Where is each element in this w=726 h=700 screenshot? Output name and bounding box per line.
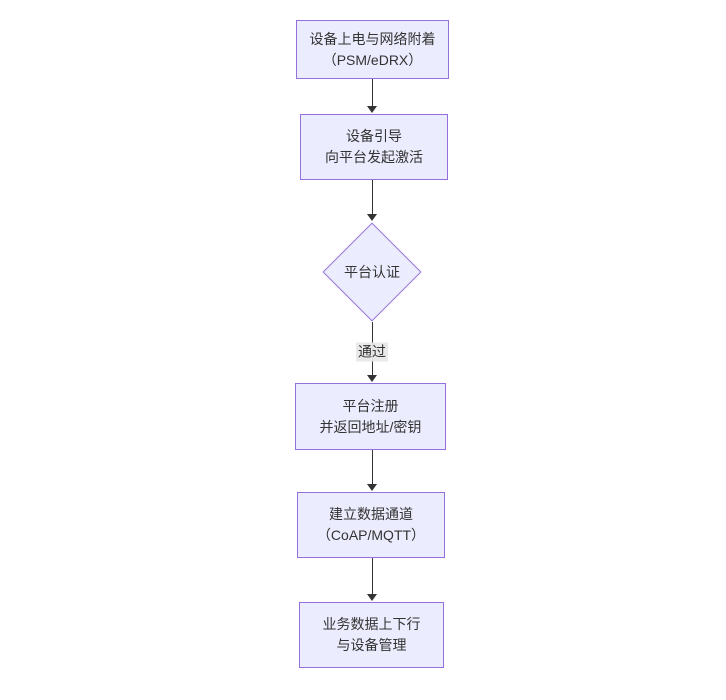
edge-line [371,79,373,106]
edge-line [371,180,373,214]
node-business-data-device-mgmt: 业务数据上下行 与设备管理 [299,602,444,668]
node-text-line: 平台注册 [342,397,399,414]
node-text-line: 向平台发起激活 [325,149,423,165]
node-power-on-network-attach: 设备上电与网络附着 （PSM/eDRX） [296,20,449,79]
node-text-line: （CoAP/MQTT） [316,527,426,543]
edge-line [371,558,373,594]
node-data-channel: 建立数据通道 （CoAP/MQTT） [297,492,445,558]
node-text-line: 并返回地址/密钥 [319,418,422,435]
arrowhead-down-icon [367,106,377,113]
arrowhead-down-icon [367,594,377,601]
node-text-line: 建立数据通道 [329,506,413,522]
node-text-line: 平台认证 [344,264,400,280]
edge-channel-to-business [367,558,377,601]
decision-platform-auth: 平台认证 [322,222,422,322]
arrowhead-down-icon [367,214,377,221]
node-platform-register: 平台注册 并返回地址/密钥 [295,383,446,450]
edge-label-pass: 通过 [356,342,388,362]
edge-bootstrap-to-auth [367,180,377,221]
arrowhead-down-icon [367,375,377,382]
node-text-line: 设备上电与网络附着 [309,30,436,47]
edge-register-to-channel [367,450,377,491]
node-text-line: （PSM/eDRX） [322,51,423,68]
node-text-line: 设备引导 [346,128,402,144]
node-text-line: 与设备管理 [336,637,407,653]
arrowhead-down-icon [367,484,377,491]
node-device-bootstrap: 设备引导 向平台发起激活 [300,114,448,180]
edge-line [371,450,373,484]
edge-power-to-bootstrap [367,79,377,113]
node-text-line: 业务数据上下行 [322,616,421,632]
